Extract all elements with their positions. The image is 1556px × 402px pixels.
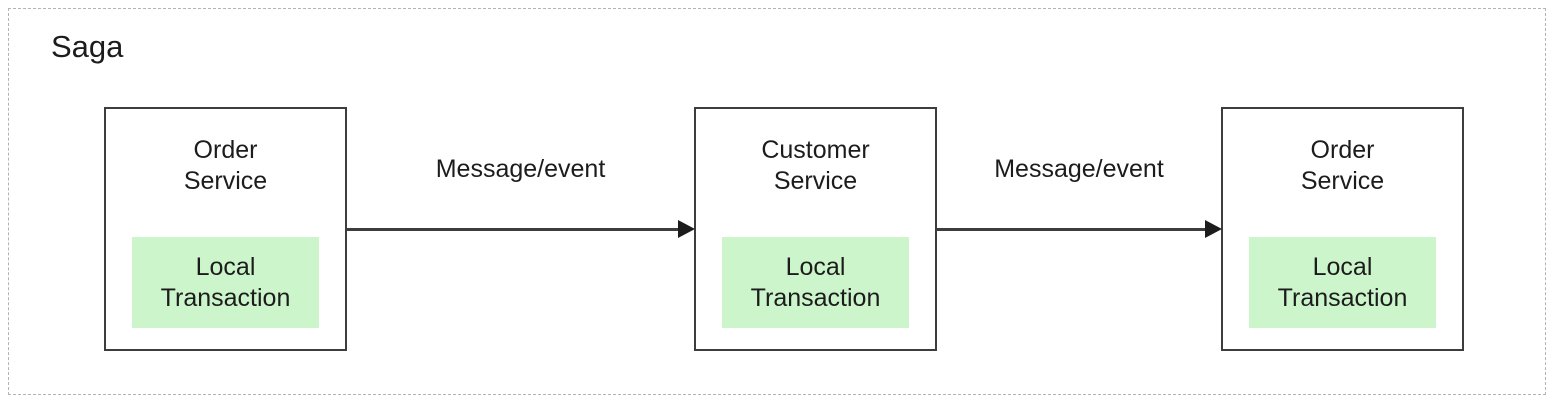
- saga-group-container: Saga Order Service Local Transaction Cus…: [8, 8, 1546, 395]
- arrow-right-icon: [678, 220, 695, 238]
- local-transaction-box: Local Transaction: [722, 237, 909, 328]
- local-transaction-label: Local Transaction: [160, 252, 291, 312]
- service-name-label: Customer Service: [761, 136, 870, 195]
- service-name-label: Order Service: [1300, 136, 1385, 195]
- connector-line: [346, 228, 683, 231]
- connector-label: Message/event: [435, 155, 606, 183]
- service-node-order-service-1[interactable]: Order Service Local Transaction: [104, 107, 347, 351]
- arrow-right-icon: [1205, 220, 1222, 238]
- service-name-label: Order Service: [183, 136, 268, 195]
- local-transaction-label: Local Transaction: [750, 252, 881, 312]
- local-transaction-box: Local Transaction: [1249, 237, 1436, 328]
- local-transaction-label: Local Transaction: [1277, 252, 1408, 312]
- connector-customer-to-order[interactable]: Message/event: [936, 155, 1222, 253]
- service-node-customer-service[interactable]: Customer Service Local Transaction: [694, 107, 937, 351]
- saga-group-title: Saga: [51, 29, 124, 64]
- service-node-order-service-2[interactable]: Order Service Local Transaction: [1221, 107, 1464, 351]
- connector-label: Message/event: [994, 155, 1164, 183]
- local-transaction-box: Local Transaction: [132, 237, 319, 328]
- connector-line: [936, 228, 1210, 231]
- connector-order-to-customer[interactable]: Message/event: [346, 155, 695, 253]
